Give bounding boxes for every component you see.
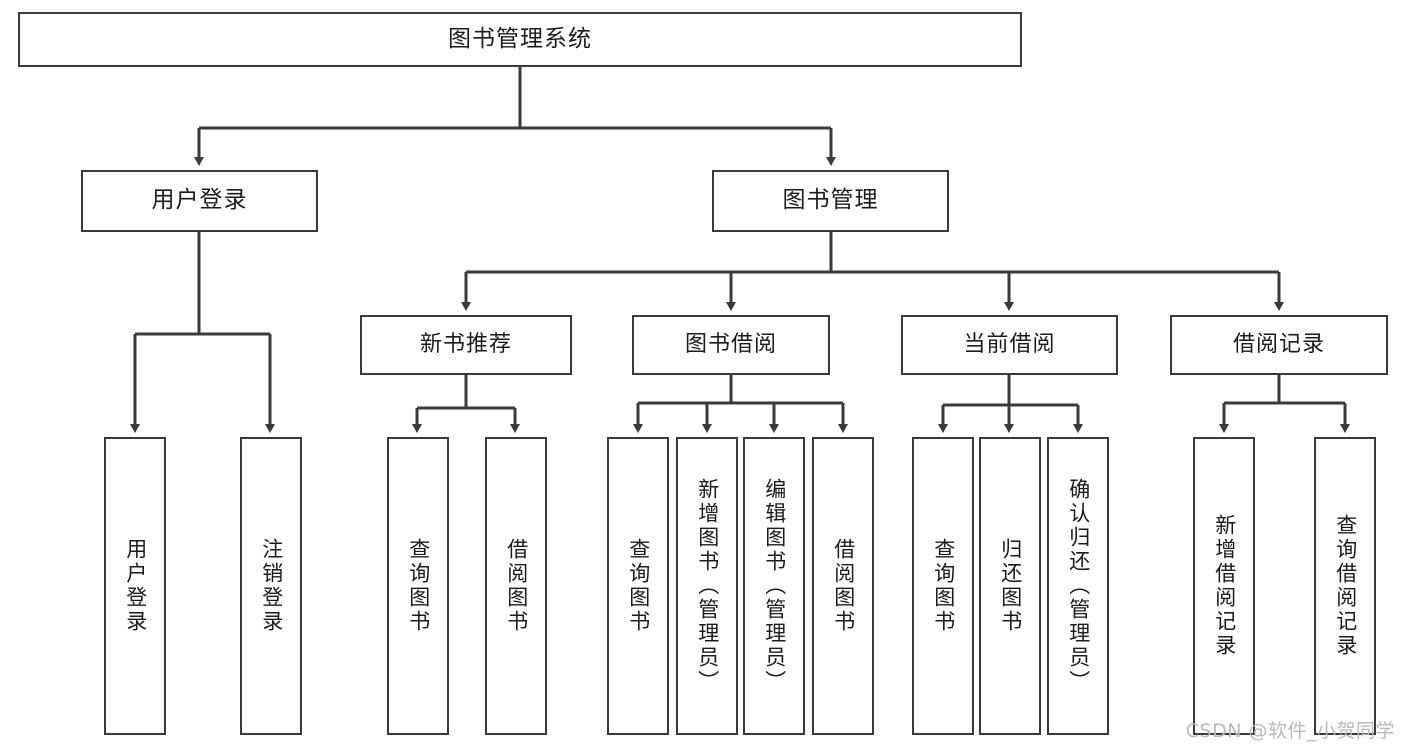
- node-current-borrow[interactable]: 当前借阅: [901, 315, 1118, 375]
- leaf-borrow-record-add[interactable]: 新增借阅记录: [1193, 437, 1255, 735]
- leaf-current-borrow-query[interactable]: 查询图书: [912, 437, 974, 735]
- node-user-login[interactable]: 用户登录: [81, 170, 318, 232]
- node-root-system[interactable]: 图书管理系统: [18, 12, 1022, 67]
- leaf-current-borrow-confirm-return[interactable]: 确认归还（管理员）: [1047, 437, 1109, 735]
- node-label: 图书借阅: [684, 332, 777, 358]
- node-label: 用户登录: [123, 538, 148, 634]
- node-label: 注销登录: [259, 538, 284, 634]
- node-label: 用户登录: [151, 187, 248, 214]
- node-label: 借阅图书: [831, 538, 856, 634]
- node-label: 查询图书: [931, 538, 956, 634]
- leaf-book-borrow-query[interactable]: 查询图书: [607, 437, 669, 735]
- leaf-user-login-login[interactable]: 用户登录: [104, 437, 166, 735]
- leaf-book-borrow-add[interactable]: 新增图书（管理员）: [676, 437, 738, 735]
- node-label: 借阅图书: [504, 538, 529, 634]
- node-label: 图书管理系统: [448, 25, 592, 52]
- leaf-borrow-record-query[interactable]: 查询借阅记录: [1314, 437, 1376, 735]
- node-label: 借阅记录: [1232, 332, 1325, 358]
- node-label: 确认归还（管理员）: [1066, 478, 1091, 694]
- node-label: 编辑图书（管理员）: [762, 478, 787, 694]
- node-label: 新增借阅记录: [1212, 514, 1237, 658]
- leaf-new-book-borrow[interactable]: 借阅图书: [485, 437, 547, 735]
- node-book-management[interactable]: 图书管理: [712, 170, 949, 232]
- node-label: 查询图书: [406, 538, 431, 634]
- node-label: 归还图书: [998, 538, 1023, 634]
- node-label: 当前借阅: [963, 332, 1056, 358]
- node-book-borrow[interactable]: 图书借阅: [632, 315, 830, 375]
- leaf-book-borrow-borrow[interactable]: 借阅图书: [812, 437, 874, 735]
- node-borrow-record[interactable]: 借阅记录: [1170, 315, 1388, 375]
- leaf-user-login-logout[interactable]: 注销登录: [240, 437, 302, 735]
- node-label: 查询借阅记录: [1333, 514, 1358, 658]
- leaf-book-borrow-edit[interactable]: 编辑图书（管理员）: [743, 437, 805, 735]
- node-label: 图书管理: [782, 187, 879, 214]
- node-new-book-recommend[interactable]: 新书推荐: [360, 315, 572, 375]
- node-label: 新增图书（管理员）: [695, 478, 720, 694]
- leaf-current-borrow-return[interactable]: 归还图书: [979, 437, 1041, 735]
- leaf-new-book-query[interactable]: 查询图书: [387, 437, 449, 735]
- node-label: 新书推荐: [419, 332, 512, 358]
- node-label: 查询图书: [626, 538, 651, 634]
